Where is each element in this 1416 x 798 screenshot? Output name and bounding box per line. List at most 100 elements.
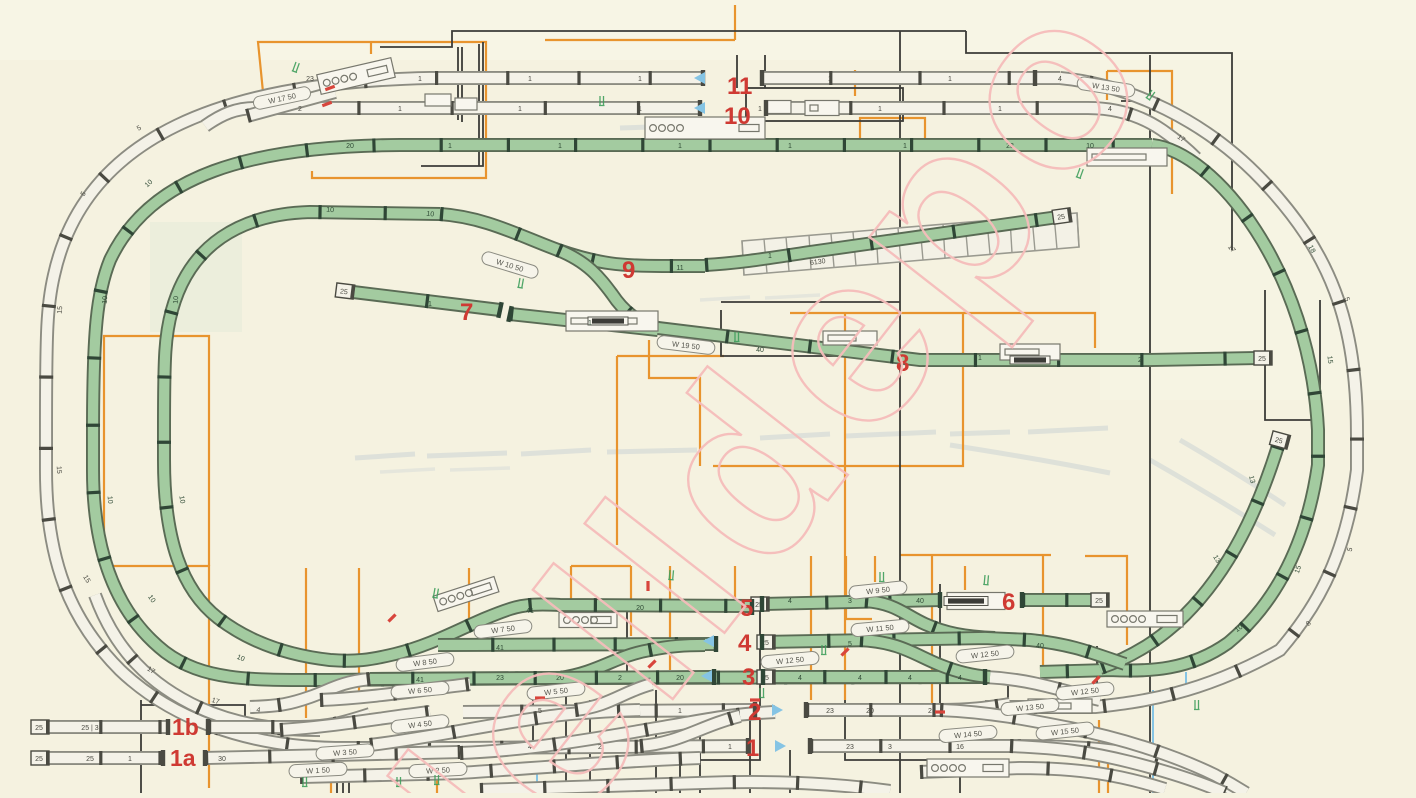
svg-text:5: 5: [538, 708, 542, 715]
svg-text:4: 4: [788, 598, 792, 605]
svg-text:40: 40: [1036, 643, 1044, 650]
svg-text:25: 25: [35, 725, 43, 732]
svg-text:1: 1: [758, 106, 762, 113]
svg-text:W 13 50: W 13 50: [1091, 81, 1120, 94]
svg-text:10: 10: [106, 496, 114, 504]
svg-text:6: 6: [1002, 589, 1015, 616]
svg-text:13: 13: [1247, 475, 1256, 484]
svg-text:16: 16: [956, 744, 964, 751]
svg-text:10: 10: [236, 654, 246, 663]
svg-text:10: 10: [1086, 143, 1094, 150]
svg-text:1: 1: [398, 106, 402, 113]
svg-text:W 7 50: W 7 50: [491, 624, 516, 636]
svg-text:W 3 50: W 3 50: [333, 747, 357, 758]
svg-text:5: 5: [848, 641, 852, 648]
svg-text:5: 5: [80, 190, 88, 197]
svg-text:1: 1: [788, 143, 792, 150]
svg-text:W 2 50: W 2 50: [426, 765, 450, 775]
svg-text:7: 7: [460, 299, 473, 326]
svg-text:W 14 50: W 14 50: [954, 729, 983, 740]
svg-text:1: 1: [558, 143, 562, 150]
svg-text:1: 1: [746, 735, 759, 762]
svg-text:25: 25: [755, 602, 763, 609]
svg-text:W 19 50: W 19 50: [672, 339, 701, 351]
svg-text:25: 25: [35, 756, 43, 763]
svg-text:2: 2: [298, 106, 302, 113]
svg-text:2: 2: [618, 675, 622, 682]
svg-text:3: 3: [888, 744, 892, 751]
svg-text:5: 5: [740, 595, 753, 622]
svg-text:1: 1: [418, 76, 422, 83]
svg-text:4: 4: [256, 707, 261, 715]
svg-text:6130: 6130: [810, 258, 826, 267]
svg-text:15: 15: [57, 306, 64, 314]
svg-text:W 13 50: W 13 50: [1016, 702, 1045, 713]
svg-text:23: 23: [306, 76, 314, 83]
svg-text:25: 25: [1057, 214, 1066, 222]
svg-text:5: 5: [136, 125, 143, 133]
svg-text:1: 1: [828, 76, 832, 83]
svg-text:W 12 50: W 12 50: [971, 649, 1000, 661]
svg-text:2: 2: [928, 708, 932, 715]
svg-text:W 1 50: W 1 50: [306, 765, 330, 775]
svg-text:1: 1: [728, 744, 732, 751]
svg-text:15: 15: [55, 466, 62, 474]
svg-text:18: 18: [1306, 244, 1316, 254]
svg-text:40: 40: [916, 598, 924, 605]
svg-text:10: 10: [146, 594, 156, 604]
svg-text:1: 1: [428, 301, 432, 308]
svg-text:2: 2: [598, 744, 602, 751]
svg-text:8: 8: [1305, 620, 1313, 628]
svg-text:4: 4: [528, 744, 532, 751]
svg-text:1: 1: [448, 143, 452, 150]
svg-text:1: 1: [878, 106, 882, 113]
svg-text:41: 41: [526, 608, 534, 615]
svg-text:1: 1: [768, 253, 772, 260]
svg-text:W 8 50: W 8 50: [413, 657, 438, 669]
svg-text:41: 41: [496, 645, 504, 652]
svg-text:25 | 3: 25 | 3: [81, 725, 98, 732]
svg-text:23: 23: [846, 744, 854, 751]
svg-text:4: 4: [738, 630, 752, 657]
svg-text:1: 1: [998, 106, 1002, 113]
svg-text:17: 17: [146, 666, 156, 676]
svg-text:4: 4: [958, 675, 962, 682]
svg-text:1: 1: [678, 708, 682, 715]
svg-text:23: 23: [826, 708, 834, 715]
svg-text:4: 4: [908, 675, 912, 682]
svg-text:17: 17: [1176, 134, 1186, 144]
svg-text:5: 5: [1347, 547, 1355, 553]
svg-text:25: 25: [340, 288, 349, 296]
svg-text:W 6 50: W 6 50: [408, 685, 432, 696]
svg-text:W 9 50: W 9 50: [866, 585, 891, 596]
svg-text:20: 20: [866, 708, 874, 715]
svg-text:5: 5: [1342, 296, 1350, 302]
svg-text:10: 10: [326, 207, 334, 214]
svg-text:23: 23: [496, 675, 504, 682]
svg-text:15: 15: [1326, 356, 1334, 365]
svg-text:9: 9: [622, 257, 635, 284]
svg-text:2: 2: [748, 699, 761, 726]
svg-text:10: 10: [102, 296, 109, 304]
svg-text:8: 8: [896, 350, 909, 377]
svg-text:1: 1: [903, 143, 907, 150]
svg-text:10: 10: [144, 179, 155, 189]
svg-text:4: 4: [1058, 76, 1062, 83]
svg-text:11: 11: [676, 265, 683, 272]
svg-text:1: 1: [518, 106, 522, 113]
svg-text:W 15 50: W 15 50: [1051, 726, 1080, 738]
svg-text:25: 25: [1274, 437, 1283, 446]
svg-text:1: 1: [948, 76, 952, 83]
svg-text:W 12 50: W 12 50: [776, 655, 805, 666]
svg-text:10: 10: [177, 495, 185, 504]
svg-text:13: 13: [1211, 554, 1221, 564]
svg-text:15: 15: [81, 574, 91, 584]
svg-text:3: 3: [848, 598, 852, 605]
svg-text:17: 17: [211, 697, 221, 706]
svg-text:3: 3: [742, 664, 755, 691]
svg-text:11: 11: [727, 73, 752, 100]
svg-text:25: 25: [1258, 356, 1266, 363]
svg-text:20: 20: [676, 675, 684, 682]
svg-text:4: 4: [1108, 106, 1112, 113]
svg-text:W 4 50: W 4 50: [408, 719, 433, 731]
